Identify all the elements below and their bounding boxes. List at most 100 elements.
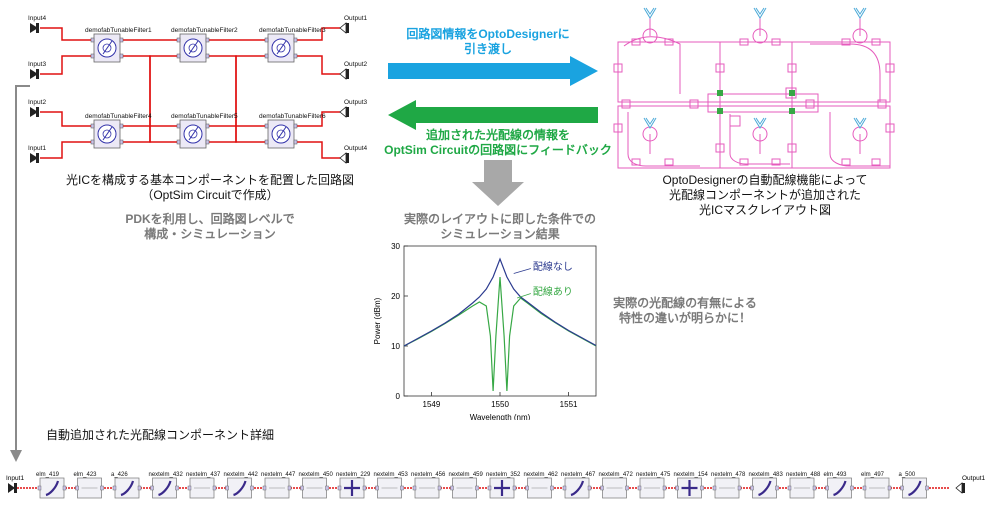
input-label: Input3 [28,61,46,68]
layout-cross-band [707,93,819,113]
layout-frame-center [719,41,793,169]
chain-element-label: nextelm_467 [561,472,596,478]
chain-element-label: a_500 [899,472,916,478]
y-tick-label: 30 [391,242,400,251]
sim-caption-line2: シミュレーション結果 [440,227,560,241]
filter-label: demofabTunableFilter5 [171,113,238,120]
feedback-label: 追加された光配線の情報を OptSim Circuitの回路図にフィードバック [378,128,618,158]
circuit-schematic: demofabTunableFilter1 demofabTunableFilte… [28,15,368,164]
tunable-filter [264,33,298,63]
chain-element-label: nextelm_154 [674,472,709,478]
chain-element-label: elm_497 [861,472,885,478]
chain-element-label: nextelm_229 [336,472,371,478]
chain-element: nextelm_447 [261,472,296,499]
series-line-1 [403,276,597,392]
x-tick-label: 1550 [491,400,509,409]
input-label: Input2 [28,99,46,106]
schematic-wire [40,141,95,159]
chain-element: nextelm_462 [524,472,559,499]
chain-element-label: nextelm_456 [411,472,446,478]
input-port [30,69,39,79]
schematic-caption-line2: （OptSim Circuitで作成） [141,188,279,202]
bend-icon [908,480,922,497]
layout-caption: OptoDesignerの自動配線機能によって 光配線コンポーネントが追加された… [630,173,900,218]
chain-element: nextelm_154 [674,472,709,499]
bend-icon [833,480,847,497]
tunable-filter [176,33,210,63]
to-designer-arrow [388,56,598,86]
schematic-wire [40,27,95,41]
output-port [339,106,349,118]
sim-note: 実際の光配線の有無による 特性の違いが明らかに！ [600,296,770,326]
input-port [30,153,39,163]
chain-element: nextelm_229 [336,472,371,499]
ring-3 [852,28,868,44]
bend-icon [570,480,585,497]
chain-element-label: elm_419 [36,472,60,478]
output-port [339,68,349,80]
chain-input-port [8,483,15,493]
output-label: Output4 [344,145,368,152]
feedback-arrow [388,100,598,130]
ring-2 [752,28,768,44]
layout-caption-line1: OptoDesignerの自動配線機能によって [662,173,868,187]
crossing-icon [681,480,698,496]
bend-icon [758,480,772,497]
chain-element-label: nextelm_432 [149,472,184,478]
schematic-caption: 光ICを構成する基本コンポーネントを配置した回路図 （OptSim Circui… [30,173,390,203]
output-label: Output2 [344,61,368,68]
ring-1 [642,28,658,44]
input-label: Input1 [28,145,46,152]
tunable-filter [90,33,124,63]
x-tick-label: 1551 [560,400,578,409]
sim-caption: 実際のレイアウトに即した条件での シミュレーション結果 [370,212,630,242]
chain-element-label: a_426 [111,472,128,478]
chain-element: nextelm_475 [636,472,671,499]
input-port [30,107,39,117]
schematic-labels: demofabTunableFilter1 demofabTunableFilte… [28,15,368,152]
chain-element-label: nextelm_447 [261,472,296,478]
chain-element: elm_419 [36,472,67,499]
chain-element-label: nextelm_453 [374,472,409,478]
output-label: Output3 [344,99,368,106]
chain-element: nextelm_488 [786,472,821,499]
chain-element-label: nextelm_437 [186,472,221,478]
series-line-0 [403,257,597,347]
schematic-note-line2: 構成・シミュレーション [144,227,276,241]
filter-label: demofabTunableFilter1 [85,27,152,34]
sim-caption-line1: 実際のレイアウトに即した条件での [403,212,596,226]
chain-element-label: nextelm_475 [636,472,671,478]
y-tick-label: 0 [396,392,401,401]
legend-label-0: 配線なし [533,260,573,273]
chain-output-port [955,482,963,494]
sim-note-line2: 特性の違いが明らかに！ [618,311,751,325]
layout-frame-top [617,41,891,103]
filter-label: demofabTunableFilter4 [85,113,152,120]
legend-leader-1 [517,293,531,299]
crossing-icon [344,480,360,496]
ring-4 [642,126,658,142]
y-tick-label: 20 [391,292,400,301]
to-designer-line1: 回路図情報をOptoDesignerに [406,27,570,41]
y-axis-label: Power (dBm) [373,297,382,344]
tunable-filter [176,119,210,149]
feedback-line2: OptSim Circuitの回路図にフィードバック [384,143,612,157]
chain-element-label: nextelm_352 [486,472,521,478]
x-axis-label: Wavelength (nm) [470,413,531,420]
bend-icon [45,480,60,497]
schematic-wire [293,55,340,75]
mask-layout [613,7,895,169]
bend-icon [158,480,172,497]
feedback-line1: 追加された光配線の情報を [425,128,570,142]
chain-element-label: nextelm_472 [599,472,634,478]
chain-element-label: nextelm_459 [449,472,484,478]
layout-caption-line2: 光配線コンポーネントが追加された [668,188,861,202]
tunable-filter [90,119,124,149]
chain-element: nextelm_453 [374,472,409,499]
legend-leader-0 [513,268,531,274]
chain-element-label: elm_493 [824,472,848,478]
schematic-wire [119,55,180,143]
schematic-wire [293,111,340,127]
chain-element: nextelm_459 [449,472,484,499]
